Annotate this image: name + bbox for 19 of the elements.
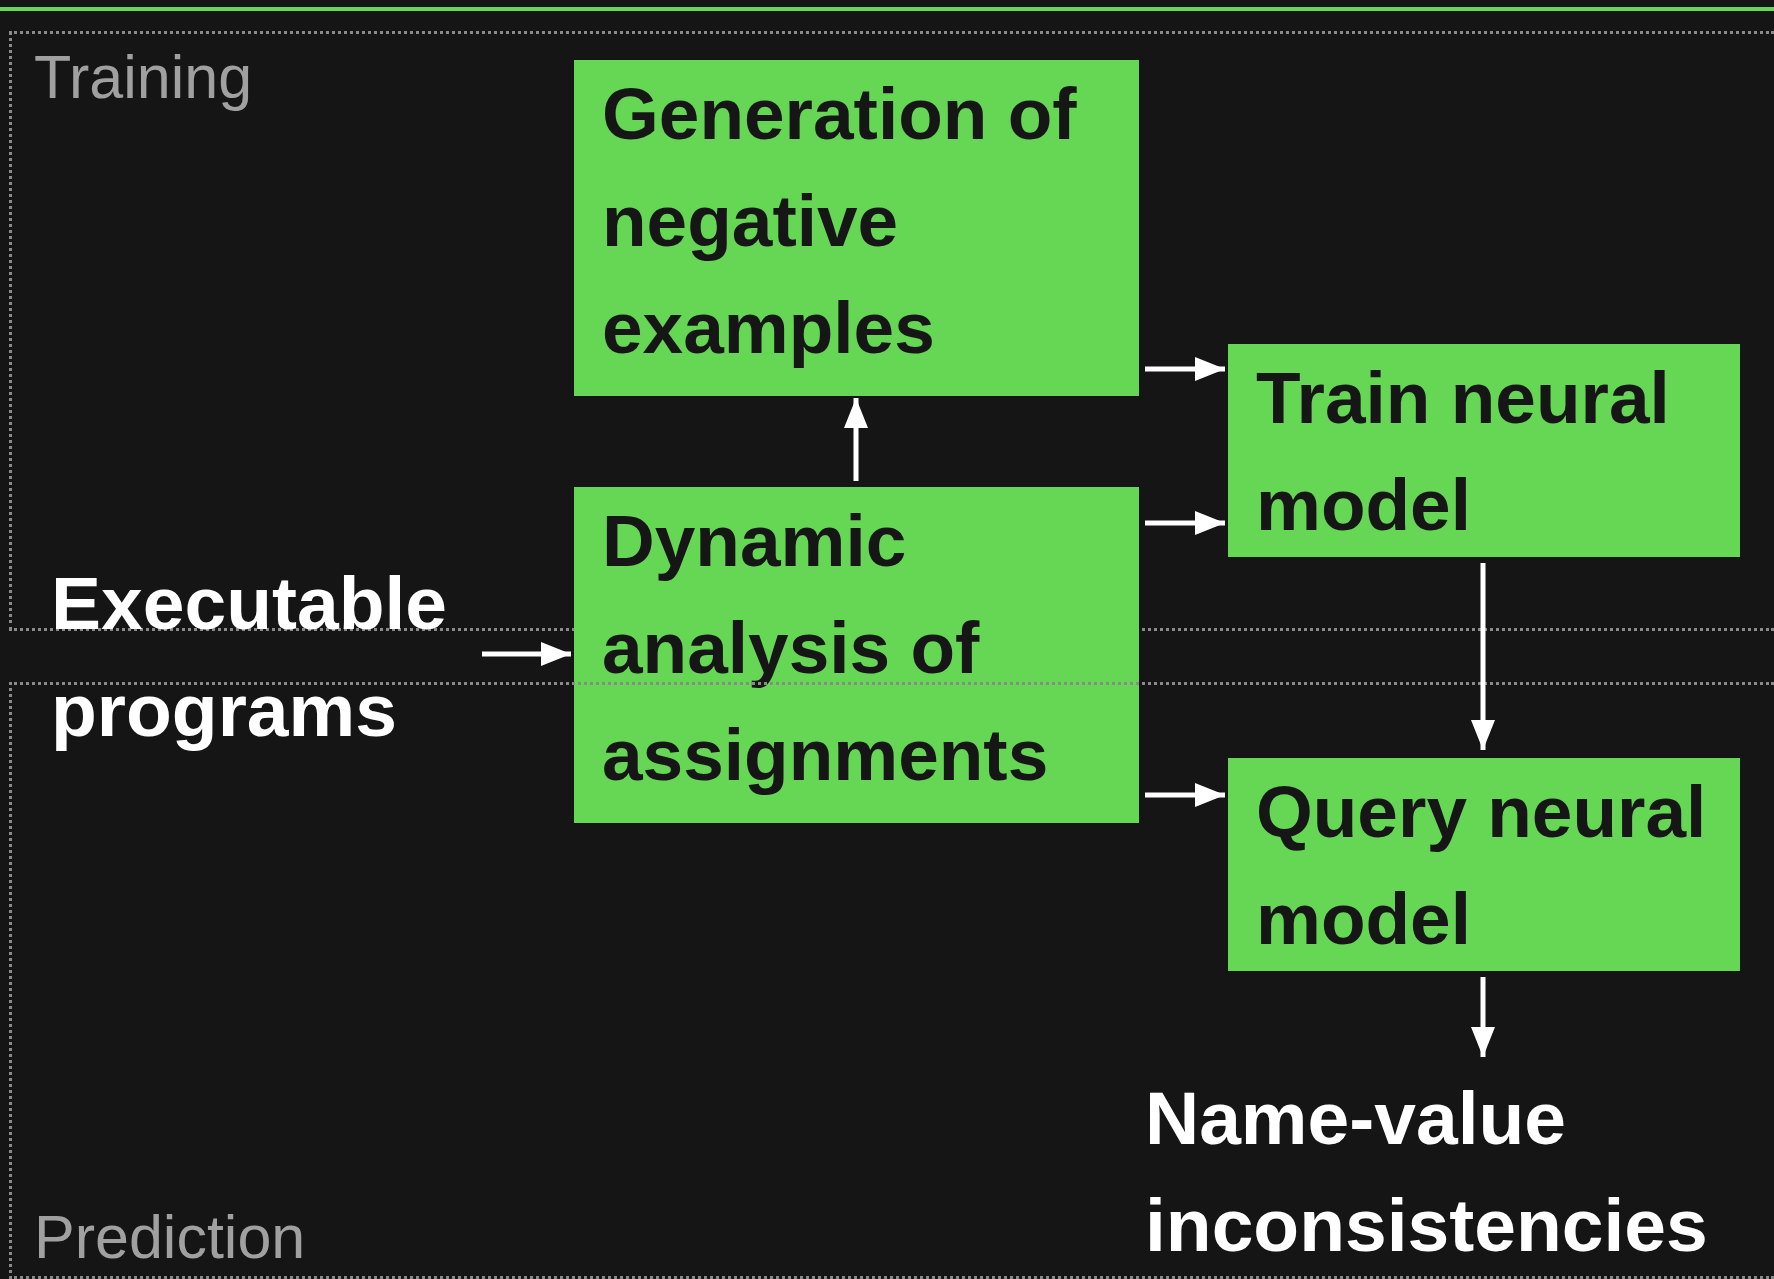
arrow [844,398,868,481]
box-label: Generation of negative examples [602,73,1077,368]
process-box [574,60,1139,396]
region-label: Prediction [34,1202,306,1272]
process-box [1228,758,1740,971]
process-box [574,487,1139,823]
box-label: Query neural model [1256,771,1707,959]
box-label: Train neural model [1256,357,1670,545]
arrow [1471,563,1495,750]
io-label: Name-value inconsistencies [1145,1065,1755,1279]
arrow [1145,783,1225,807]
region-label: Training [34,42,253,112]
arrow [1471,977,1495,1057]
box-label: Dynamic analysis of assignments [602,500,1049,795]
process-box [1228,344,1740,557]
arrow [1145,357,1225,381]
io-label: Executable programs [51,550,476,764]
arrow [1145,511,1225,535]
arrow [482,642,571,666]
